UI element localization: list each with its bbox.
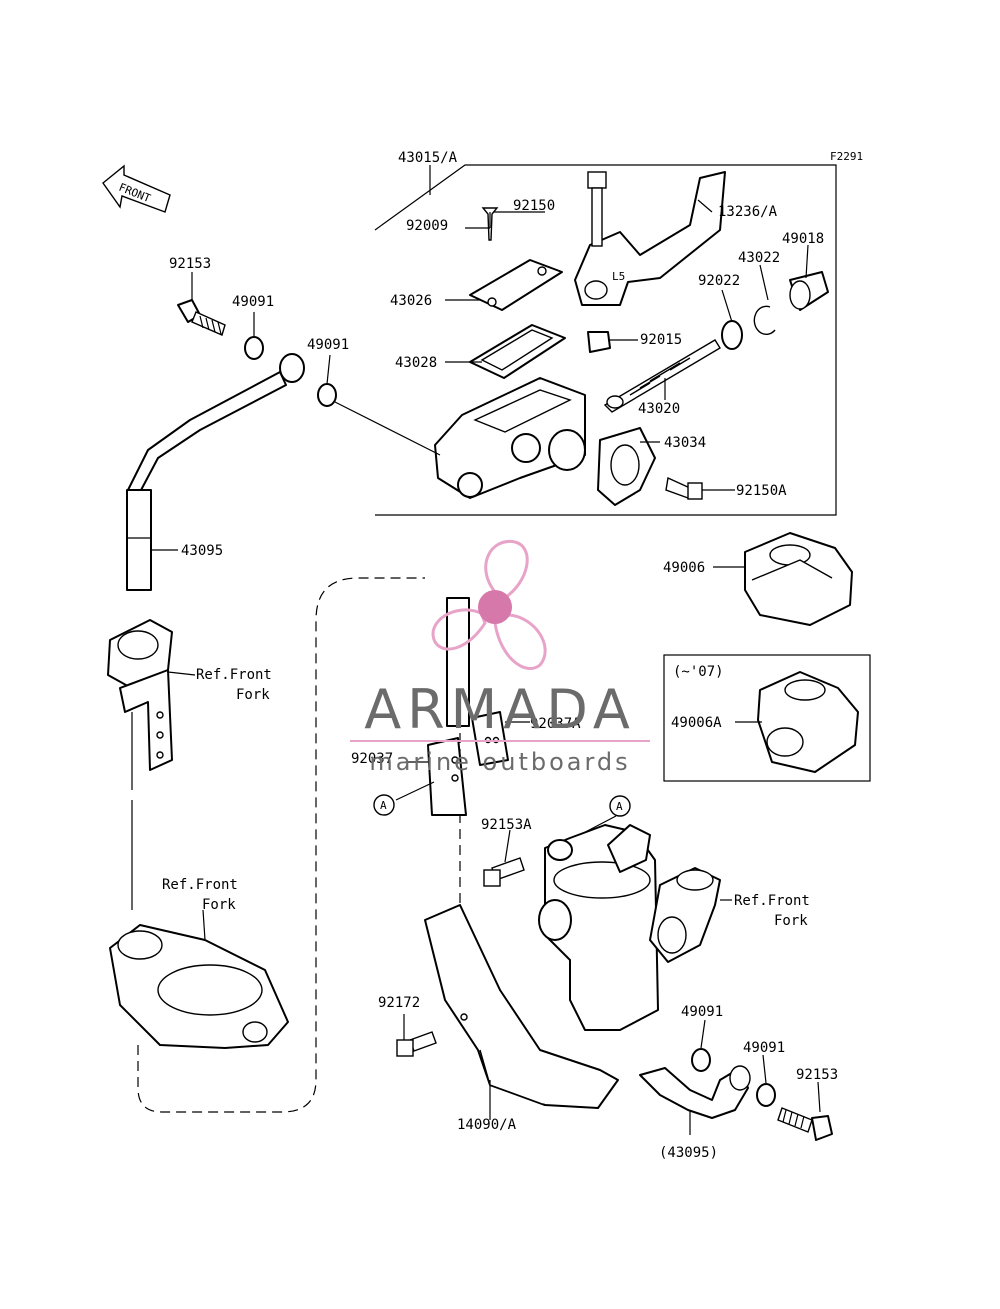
propeller-logo-icon — [431, 540, 547, 670]
washer-49091-bot-a — [691, 1048, 711, 1072]
leader-lines-bottom — [700, 1019, 821, 1113]
label-92153-bottom: 92153 — [796, 1067, 838, 1083]
hose-guide-92037 — [395, 737, 467, 816]
label-43095-bottom: (43095) — [659, 1145, 718, 1161]
master-cylinder-body — [434, 377, 586, 499]
label-49018: 49018 — [782, 231, 824, 247]
fork-clamp-lower — [109, 909, 289, 1049]
label-43020: 43020 — [638, 401, 680, 417]
master-cylinder-frame — [374, 164, 837, 516]
caliper-mount — [649, 867, 732, 963]
label-92037: 92037 — [351, 751, 393, 767]
snap-ring — [753, 305, 776, 336]
label-49091-top-b: 49091 — [307, 337, 349, 353]
label-43026: 43026 — [390, 293, 432, 309]
figure-code: F2291 — [830, 150, 863, 163]
label-92015: 92015 — [640, 332, 682, 348]
label-92153-top: 92153 — [169, 256, 211, 272]
leader-banjo — [334, 401, 441, 456]
pivot-bolt — [587, 171, 607, 247]
label-ref-fork-3a: Ref.Front — [734, 893, 810, 909]
inset-box — [663, 654, 871, 782]
pivot-nut — [587, 331, 611, 353]
protector-49006 — [713, 532, 853, 626]
inset-note: (~'07) — [673, 664, 724, 680]
disc-guard — [424, 904, 619, 1120]
fork-lower-leg — [538, 824, 659, 1031]
label-49006A: 49006A — [671, 715, 722, 731]
label-43022: 43022 — [738, 250, 780, 266]
piston-assembly — [603, 339, 721, 413]
protector-49006A — [735, 671, 859, 773]
dust-boot — [789, 271, 829, 311]
washer-49091-bot-b — [756, 1083, 776, 1107]
hose-guide-92037A — [446, 597, 530, 766]
leader-lines-left — [152, 272, 331, 551]
watermark: ARMADA marine outboards — [350, 540, 650, 776]
banjo-bolt-bottom — [777, 1107, 833, 1141]
leader-lines-top — [445, 199, 809, 491]
watermark-tagline: marine outboards — [369, 748, 630, 776]
marker-a-2: A — [569, 795, 631, 841]
watermark-brand: ARMADA — [364, 678, 636, 741]
label-92022: 92022 — [698, 273, 740, 289]
bolt-92153A — [483, 829, 525, 887]
bolt-92172 — [396, 1014, 437, 1057]
front-arrow-icon: FRONT — [102, 164, 171, 213]
banjo-bolt-top — [177, 299, 226, 336]
label-43028: 43028 — [395, 355, 437, 371]
reservoir-cap — [469, 259, 563, 311]
lever-mark: L5 — [612, 270, 625, 283]
label-92009: 92009 — [406, 218, 448, 234]
washer-49091-top-a — [244, 336, 264, 360]
brake-hose-top — [126, 353, 305, 591]
label-ref-fork-1a: Ref.Front — [196, 667, 272, 683]
label-49091-bot-a: 49091 — [681, 1004, 723, 1020]
hose-guide-upper — [107, 619, 196, 910]
clamp-bolt — [665, 476, 703, 500]
label-49091-top-a: 49091 — [232, 294, 274, 310]
label-92037A: 92037A — [530, 716, 581, 732]
label-49006: 49006 — [663, 560, 705, 576]
label-92153A: 92153A — [481, 817, 532, 833]
dashed-boundary-left — [137, 577, 425, 1113]
marker-a-1: A — [373, 794, 395, 816]
label-49091-bot-b: 49091 — [743, 1040, 785, 1056]
label-14090: 14090/A — [457, 1117, 517, 1133]
label-13236: 13236/A — [718, 204, 778, 220]
svg-text:A: A — [616, 800, 623, 813]
washer-49091-top-b — [317, 383, 337, 407]
label-ref-fork-2b: Fork — [202, 897, 236, 913]
label-92150A: 92150A — [736, 483, 787, 499]
diaphragm — [469, 324, 566, 379]
label-92150: 92150 — [513, 198, 555, 214]
label-92172: 92172 — [378, 995, 420, 1011]
label-ref-fork-2a: Ref.Front — [162, 877, 238, 893]
brake-hose-bottom — [639, 1065, 751, 1135]
label-43034: 43034 — [664, 435, 706, 451]
label-ref-fork-1b: Fork — [236, 687, 270, 703]
label-43095: 43095 — [181, 543, 223, 559]
label-ref-fork-3b: Fork — [774, 913, 808, 929]
washer-92022 — [721, 320, 743, 350]
svg-text:A: A — [380, 799, 387, 812]
handlebar-clamp — [597, 427, 656, 506]
label-43015: 43015/A — [398, 150, 458, 166]
brake-lever: L5 — [574, 171, 726, 306]
